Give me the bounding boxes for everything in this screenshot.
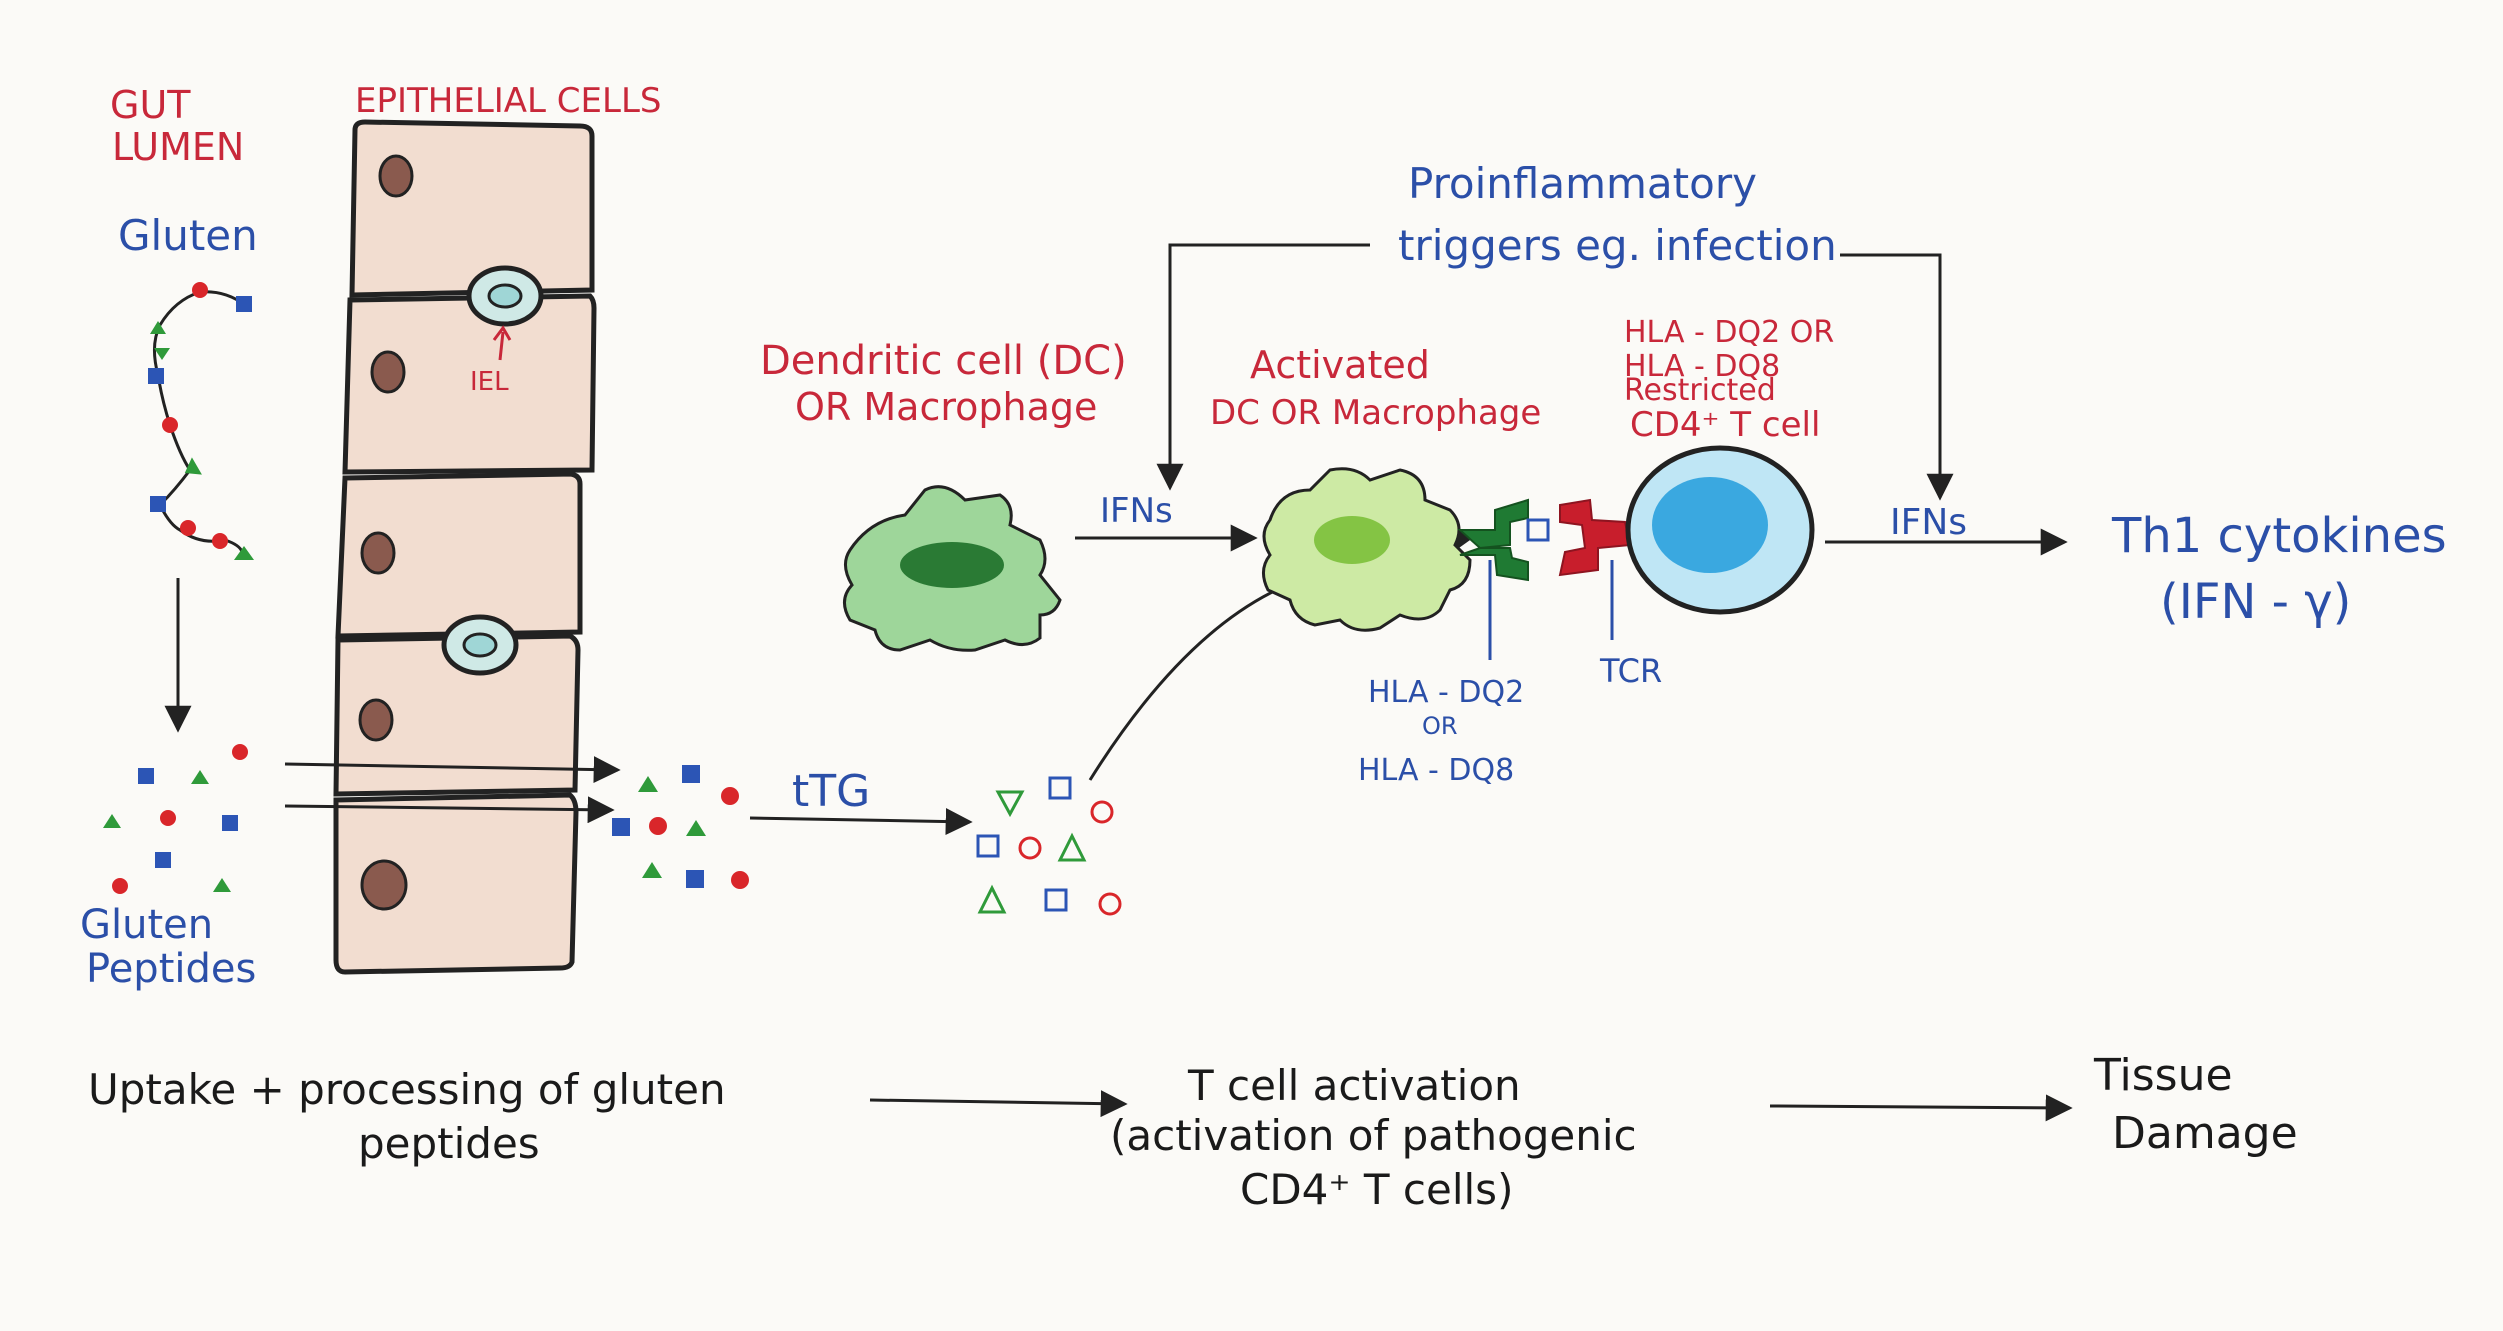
nucleus-2 [370, 350, 406, 394]
epithelial-cell-5 [333, 792, 579, 975]
label-stage2-1: T cell activation [1187, 1061, 1521, 1110]
label-gluten-peptides-1: Gluten [80, 902, 213, 948]
tcr-molecule [1558, 498, 1632, 577]
epithelial-cell-1 [349, 119, 595, 298]
label-ifns-left: IFNs [1100, 491, 1173, 531]
epithelial-cell-column [333, 119, 597, 975]
cd4-t-cell [1625, 445, 1815, 615]
label-hla-restricted-2: HLA - DQ8 [1624, 349, 1780, 384]
epithelial-cell-3 [335, 471, 583, 639]
label-hla-dq-2: OR [1422, 712, 1458, 740]
gluten-chain [148, 282, 254, 560]
label-activated-2: DC OR Macrophage [1210, 393, 1541, 433]
label-dendritic-1: Dendritic cell (DC) [760, 338, 1127, 384]
label-hla-restricted-3: Restricted [1624, 373, 1776, 408]
label-ttg: tTG [792, 766, 870, 817]
label-gut-lumen-2: LUMEN [112, 125, 244, 169]
iel-arrow [498, 331, 505, 361]
nucleus-5 [360, 859, 408, 911]
label-stage1-2: peptides [358, 1119, 540, 1168]
iel-nucleus-1 [487, 283, 523, 309]
label-iel: IEL [470, 367, 509, 397]
transported-peptides [612, 765, 749, 889]
label-gut-lumen-1: GUT [110, 83, 191, 127]
label-dendritic-2: OR Macrophage [795, 385, 1097, 429]
label-th1-1: Th1 cytokines [2111, 508, 2447, 564]
label-hla-restricted-4: CD4⁺ T cell [1630, 405, 1820, 445]
label-stage1-1: Uptake + processing of gluten [88, 1065, 726, 1114]
label-hla-dq-1: HLA - DQ2 [1368, 675, 1524, 710]
label-tcr: TCR [1599, 652, 1662, 690]
label-gluten: Gluten [118, 211, 258, 260]
label-ifns-right: IFNs [1890, 502, 1967, 543]
nucleus-3 [360, 531, 396, 575]
activated-dendritic-cell [1262, 467, 1472, 632]
label-stage2-3: CD4⁺ T cells) [1240, 1165, 1513, 1214]
dendritic-nucleus [900, 542, 1004, 588]
nucleus-4 [358, 698, 394, 742]
deamidated-peptides [976, 776, 1122, 916]
label-stage2-2: (activation of pathogenic [1110, 1111, 1637, 1160]
hla-dq-molecule [1457, 498, 1550, 582]
label-proinflammatory-1: Proinflammatory [1408, 159, 1757, 208]
label-hla-restricted-1: HLA - DQ2 OR [1624, 315, 1834, 350]
label-hla-dq-3: HLA - DQ8 [1358, 753, 1514, 788]
iel-nucleus-2 [462, 632, 498, 658]
label-proinflammatory-2: triggers eg. infection [1398, 221, 1837, 270]
label-epithelial-cells: EPITHELIAL CELLS [355, 81, 662, 121]
label-activated-1: Activated [1250, 343, 1430, 387]
activated-nucleus [1314, 516, 1390, 564]
label-th1-2: (IFN - γ) [2160, 574, 2351, 630]
dendritic-cell [843, 485, 1062, 652]
label-gluten-peptides-2: Peptides [86, 946, 256, 992]
epithelial-cell-4 [333, 633, 581, 797]
label-stage3-1: Tissue [2093, 1050, 2233, 1101]
label-stage3-2: Damage [2112, 1108, 2298, 1159]
t-cell-nucleus [1652, 477, 1768, 573]
gluten-peptides-scatter [103, 744, 248, 894]
epithelial-cell-2 [342, 293, 597, 475]
nucleus-1 [378, 154, 414, 198]
